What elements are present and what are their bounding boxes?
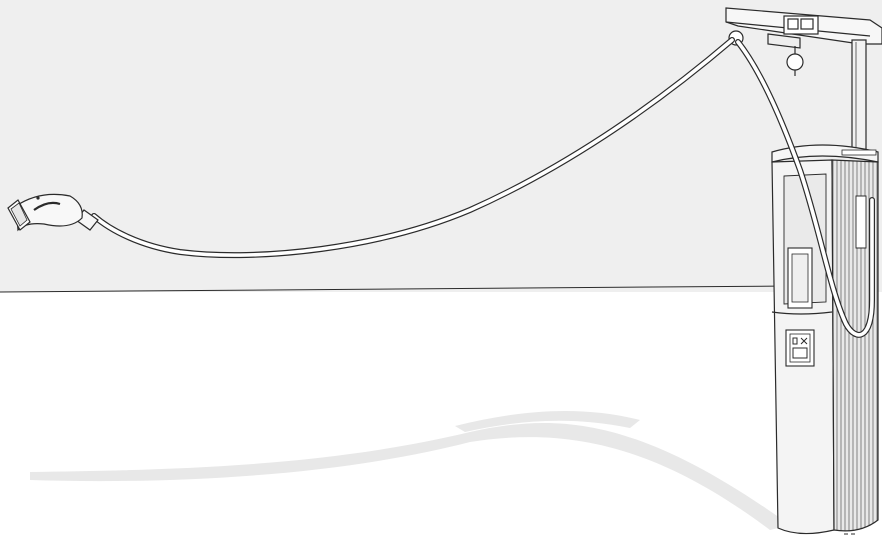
floor-shadow — [30, 411, 790, 530]
horizon-line — [0, 285, 791, 293]
pedestal-display-screen — [787, 247, 813, 309]
back-wall — [0, 0, 882, 292]
charging-connector — [7, 193, 99, 232]
support-mast — [851, 39, 867, 151]
overhead-cable-arm — [725, 7, 882, 76]
pedestal-logo-plate — [785, 329, 815, 367]
